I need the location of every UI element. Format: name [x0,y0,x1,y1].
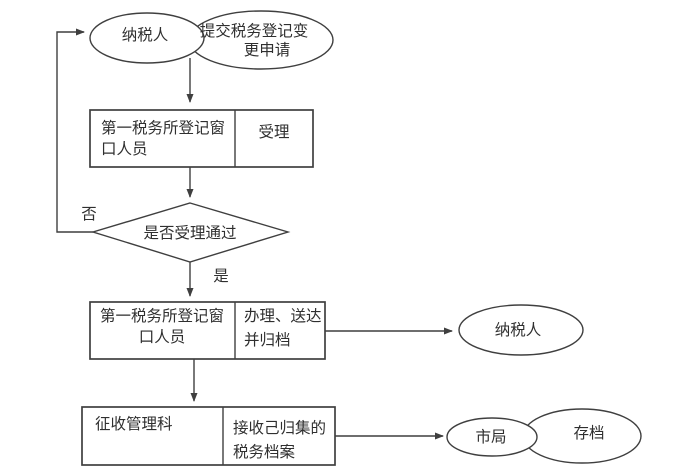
handle-action-label-line2: 并归档 [244,331,291,349]
handle-action-label-line1: 办理、送达 [244,307,322,325]
submit-application-label-line2: 更申请 [244,41,291,59]
archive-transfer-box [81,406,336,466]
yes-branch-label: 是 [213,268,229,285]
submit-application-ellipse [188,10,334,70]
taxpayer-end-label: 纳税人 [495,321,542,339]
archive-transfer-action-label-line1: 接收己归集的 [233,419,326,437]
taxpayer-start-label: 纳税人 [122,26,169,44]
no-branch-connector [56,28,93,233]
handle-role-label-line1: 第一税务所登记窗 [100,307,224,325]
accept-role-label-line2: 口人员 [101,140,148,158]
archive-transfer-action-label-line2: 税务档案 [233,443,296,461]
accept-step-box [89,109,314,168]
archive-transfer-role-label: 征收管理科 [95,415,173,433]
taxpayer-start-ellipse [89,12,205,64]
submit-application-label-line1: 提交税务登记变 [200,22,309,40]
no-branch-label: 否 [81,206,97,223]
city-bureau-ellipse [446,417,538,457]
accept-role-label-line1: 第一税务所登记窗 [101,119,225,137]
archive-label: 存档 [573,424,604,442]
decision-question-label: 是否受理通过 [143,224,236,242]
accept-action-label: 受理 [258,123,289,141]
taxpayer-end-ellipse [458,304,584,356]
handle-role-label-line2: 口人员 [139,328,186,346]
city-bureau-label: 市局 [475,428,506,446]
